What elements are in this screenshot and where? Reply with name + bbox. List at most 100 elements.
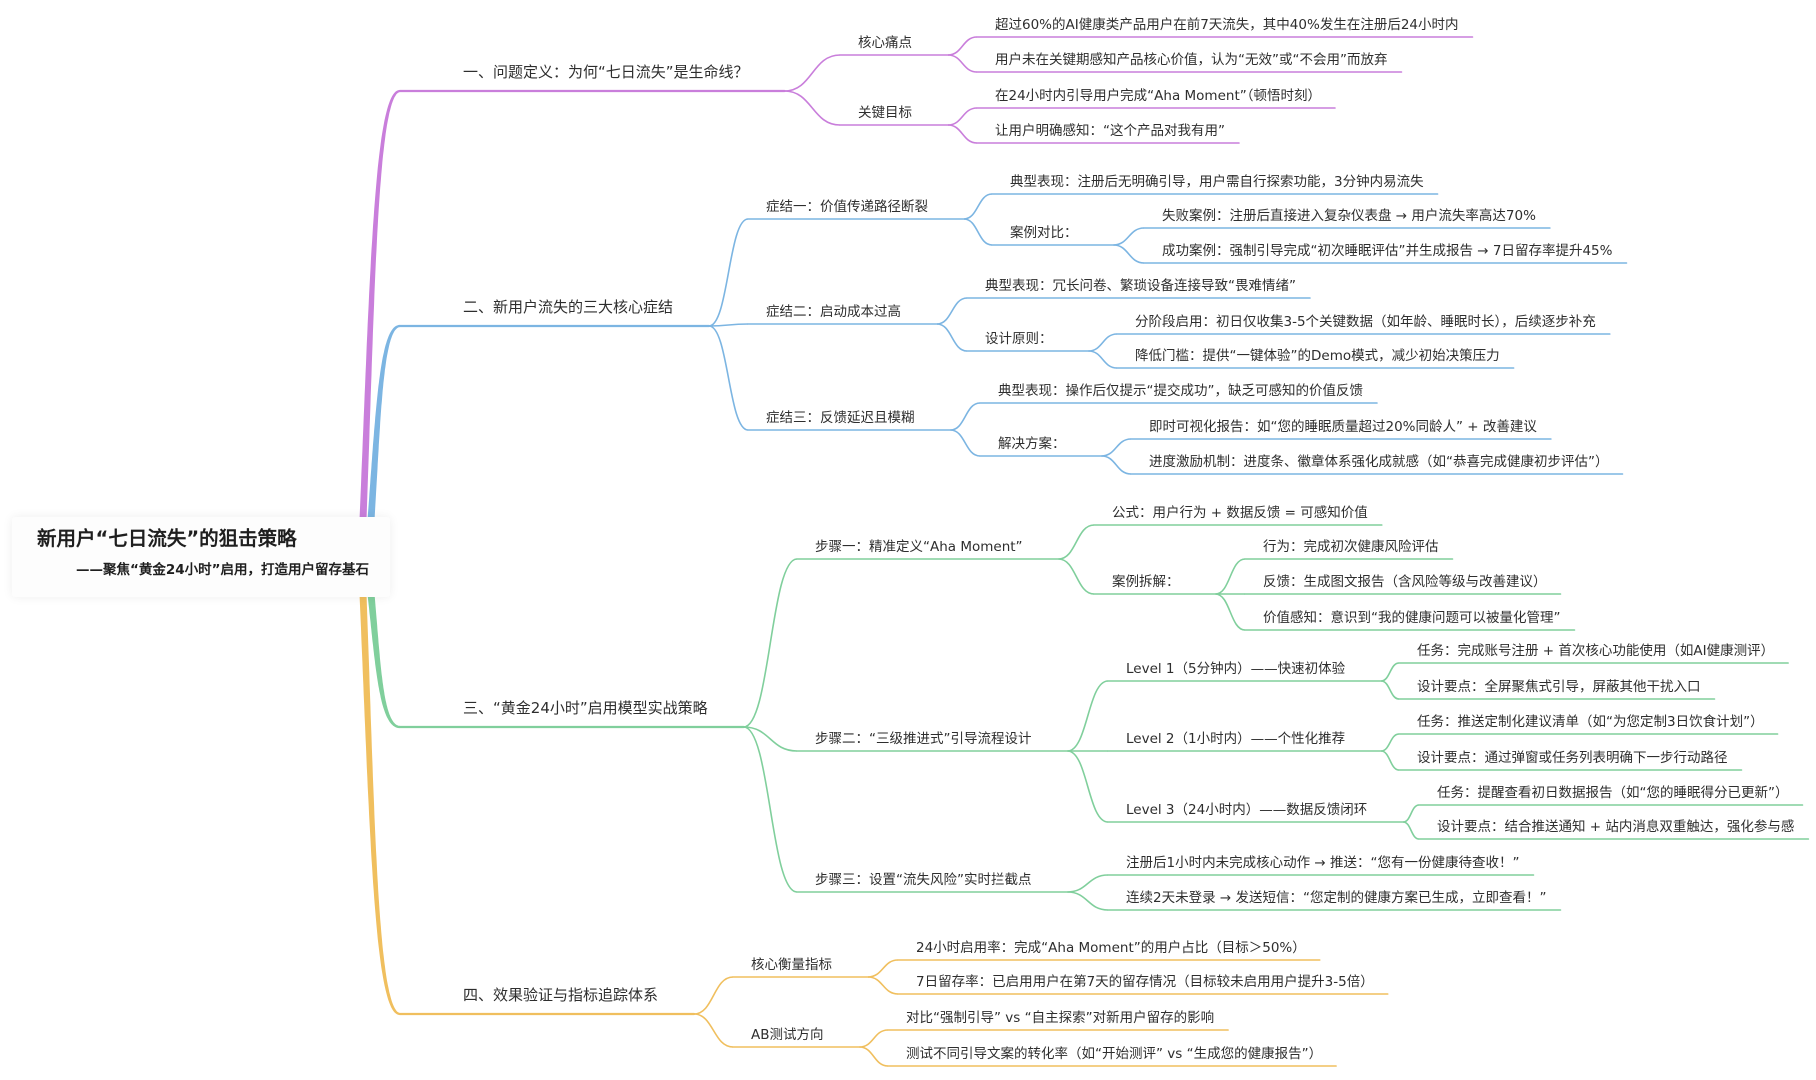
issue-symptom-item[interactable]: 典型表现：注册后无明确引导，用户需自行探索功能，3分钟内易流失 [1010, 174, 1424, 190]
main-topic-golden-24h-strategy[interactable]: 三、“黄金24小时”启用模型实战策略 [463, 699, 708, 717]
topic-connector [1067, 750, 1109, 823]
topic-connector [1215, 558, 1246, 595]
topic-connector [947, 107, 978, 126]
branch-trunk [359, 593, 400, 1016]
issue-symptom-item[interactable]: 典型表现：冗长问卷、繁琐设备连接导致“畏难情绪” [985, 278, 1296, 294]
pain-point-value-perception[interactable]: 用户未在关键期感知产品核心价值，认为“无效”或“不会用”而放弃 [995, 52, 1388, 68]
topic-connector [743, 726, 798, 893]
breakdown-value-perception[interactable]: 价值感知：意识到“我的健康问题可以被量化管理” [1263, 610, 1561, 626]
goal-aha-moment[interactable]: 在24小时内引导用户完成“Aha Moment”（顿悟时刻） [995, 88, 1321, 104]
breakdown-behavior[interactable]: 行为：完成初次健康风险评估 [1263, 539, 1439, 555]
ab-test-item[interactable]: 对比“强制引导” vs “自主探索”对新用户留存的影响 [906, 1010, 1215, 1026]
formula-item[interactable]: 公式：用户行为 + 数据反馈 = 可感知价值 [1112, 505, 1368, 521]
topic-connector [1088, 333, 1118, 352]
metric-24h-activation[interactable]: 24小时启用率：完成“Aha Moment”的用户占比（目标＞50%） [916, 940, 1306, 956]
principle-phased-activation[interactable]: 分阶段启用：初日仅收集3-5个关键数据（如年龄、睡眠时长），后续逐步补充 [1135, 314, 1596, 330]
topic-connector [1113, 244, 1145, 264]
topic-connector [1403, 804, 1420, 823]
topic-connector [867, 959, 899, 978]
level-task-item[interactable]: 任务：完成账号注册 + 首次核心功能使用（如AI健康测评） [1417, 643, 1775, 659]
goal-perceived-usefulness[interactable]: 让用户明确感知：“这个产品对我有用” [995, 123, 1225, 139]
topic-connector [708, 325, 749, 431]
topic-connector [950, 429, 981, 457]
topic-connector [936, 297, 968, 325]
topic-connector [784, 90, 841, 126]
topic-connector [947, 124, 978, 144]
principle-lower-threshold[interactable]: 降低门槛：提供“一键体验”的Demo模式，减少初始决策压力 [1135, 348, 1500, 364]
root-topic-card[interactable]: 新用户“七日流失”的狙击策略 ——聚焦“黄金24小时”启用，打造用户留存基石 [12, 517, 390, 597]
topic-connector [1101, 438, 1132, 457]
level-design-point-item[interactable]: 设计要点：结合推送通知 + 站内消息双重触达，强化参与感 [1437, 819, 1795, 835]
subtopic-ab-test[interactable]: AB测试方向 [751, 1027, 824, 1043]
subtopic-step-three[interactable]: 步骤三：设置“流失风险”实时拦截点 [815, 872, 1032, 888]
topic-connector [1058, 524, 1095, 560]
topic-connector [743, 558, 798, 728]
topic-connector [743, 726, 798, 752]
subtopic-issue-feedback-delay[interactable]: 症结三：反馈延迟且模糊 [766, 410, 915, 426]
topic-connector [867, 976, 899, 995]
topic-connector [1058, 558, 1095, 595]
topic-connector [1380, 662, 1400, 682]
breakdown-feedback[interactable]: 反馈：生成图文报告（含风险等级与改善建议） [1263, 574, 1547, 590]
topic-connector [1088, 350, 1118, 369]
intercept-point-item[interactable]: 连续2天未登录 → 发送短信：“您定制的健康方案已生成，立即查看！” [1126, 890, 1547, 906]
issue-symptom-item[interactable]: 典型表现：操作后仅提示“提交成功”，缺乏可感知的价值反馈 [998, 383, 1363, 399]
solution-progress-incentive[interactable]: 进度激励机制：进度条、徽章体系强化成就感（如“恭喜完成健康初步评估”） [1149, 454, 1609, 470]
subtopic-level-3[interactable]: Level 3（24小时内）——数据反馈闭环 [1126, 802, 1368, 818]
subtopic-case-breakdown[interactable]: 案例拆解： [1112, 574, 1180, 590]
topic-connector [1403, 821, 1420, 840]
subtopic-step-one[interactable]: 步骤一：精准定义“Aha Moment” [815, 539, 1023, 555]
topic-connector [693, 1013, 734, 1048]
topic-connector [947, 36, 978, 56]
branch-trunk [359, 89, 400, 521]
main-topic-problem-definition[interactable]: 一、问题定义：为何“七日流失”是生命线？ [463, 63, 749, 81]
subtopic-step-two[interactable]: 步骤二：“三级推进式”引导流程设计 [815, 731, 1032, 747]
level-design-point-item[interactable]: 设计要点：全屏聚焦式引导，屏蔽其他干扰入口 [1417, 679, 1701, 695]
metric-7d-retention[interactable]: 7日留存率：已启用用户在第7天的留存情况（目标较未启用用户提升3-5倍） [916, 974, 1374, 990]
topic-connector [950, 402, 981, 431]
branch-trunk [367, 324, 400, 521]
main-topic-metrics[interactable]: 四、效果验证与指标追踪体系 [463, 986, 659, 1004]
topic-connector [1380, 733, 1400, 752]
topic-connector [1067, 680, 1109, 752]
pain-point-churn-stat[interactable]: 超过60%的AI健康类产品用户在前7天流失，其中40%发生在注册后24小时内 [995, 17, 1459, 33]
topic-connector [1215, 593, 1246, 631]
topic-connector [1113, 227, 1145, 246]
main-topic-core-issues[interactable]: 二、新用户流失的三大核心症结 [463, 298, 674, 316]
topic-connector [1380, 680, 1400, 700]
subtopic-level-2[interactable]: Level 2（1小时内）——个性化推荐 [1126, 731, 1346, 747]
topic-connector [708, 218, 749, 327]
subtopic-core-pain-points[interactable]: 核心痛点 [858, 35, 912, 51]
subtopic-solutions[interactable]: 解决方案： [998, 436, 1066, 452]
root-subtitle: ——聚焦“黄金24小时”启用，打造用户留存基石 [76, 562, 370, 578]
topic-connector [859, 1029, 889, 1048]
topic-connector [1380, 750, 1400, 771]
solution-instant-report[interactable]: 即时可视化报告：如“您的睡眠质量超过20%同龄人” + 改善建议 [1149, 419, 1537, 435]
subtopic-core-metrics[interactable]: 核心衡量指标 [751, 957, 832, 973]
topic-connector [963, 193, 993, 220]
intercept-point-item[interactable]: 注册后1小时内未完成核心动作 → 推送：“您有一份健康待查收！” [1126, 855, 1520, 871]
topic-connector [936, 323, 968, 352]
topic-connector [859, 1046, 889, 1067]
topic-connector [1067, 891, 1109, 911]
level-task-item[interactable]: 任务：推送定制化建议清单（如“为您定制3日饮食计划”） [1417, 714, 1764, 730]
topic-connector [709, 323, 749, 327]
subtopic-key-goals[interactable]: 关键目标 [858, 105, 912, 121]
level-task-item[interactable]: 任务：提醒查看初日数据报告（如“您的睡眠得分已更新”） [1437, 785, 1789, 801]
topic-connector [784, 54, 841, 92]
ab-test-item[interactable]: 测试不同引导文案的转化率（如“开始测评” vs “生成您的健康报告”） [906, 1046, 1323, 1062]
subtopic-case-comparison[interactable]: 案例对比： [1010, 225, 1078, 241]
branch-trunk [367, 593, 400, 729]
topic-connector [1067, 874, 1109, 893]
subtopic-level-1[interactable]: Level 1（5分钟内）——快速初体验 [1126, 661, 1346, 677]
case-success-item[interactable]: 成功案例：强制引导完成“初次睡眠评估”并生成报告 → 7日留存率提升45% [1162, 243, 1613, 259]
subtopic-issue-startup-cost[interactable]: 症结二：启动成本过高 [766, 304, 901, 320]
case-failure-item[interactable]: 失败案例：注册后直接进入复杂仪表盘 → 用户流失率高达70% [1162, 208, 1536, 224]
subtopic-design-principles[interactable]: 设计原则： [985, 331, 1053, 347]
root-title: 新用户“七日流失”的狙击策略 [37, 527, 297, 550]
topic-connector [693, 976, 734, 1015]
level-design-point-item[interactable]: 设计要点：通过弹窗或任务列表明确下一步行动路径 [1417, 750, 1728, 766]
subtopic-issue-value-path[interactable]: 症结一：价值传递路径断裂 [766, 199, 928, 215]
topic-connector [947, 54, 978, 73]
topic-connector [1101, 455, 1132, 475]
